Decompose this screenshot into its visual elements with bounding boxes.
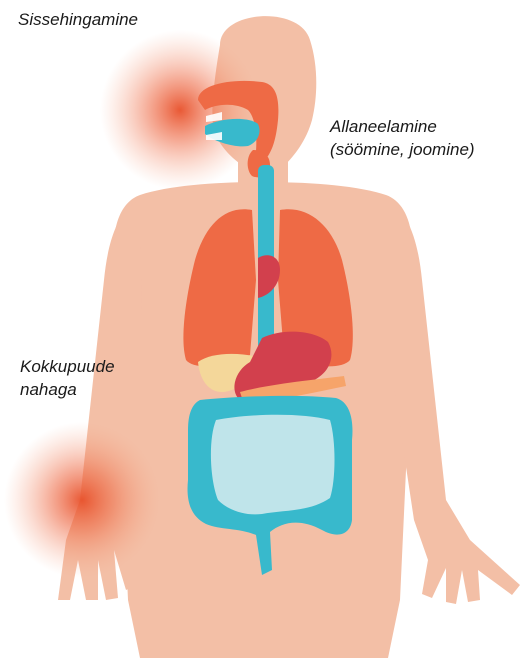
skin-exposure-glow: [4, 422, 160, 578]
skin-contact-label-line2: nahaga: [20, 378, 115, 401]
skin-contact-label-line1: Kokkupuude: [20, 355, 115, 378]
ingestion-label: Allaneelamine (söömine, joomine): [330, 115, 475, 161]
inhalation-label-text: Sissehingamine: [18, 10, 138, 29]
ingestion-label-line2: (söömine, joomine): [330, 138, 475, 161]
small-intestine: [211, 415, 335, 515]
inhalation-label: Sissehingamine: [18, 8, 138, 31]
ingestion-label-line1: Allaneelamine: [330, 115, 475, 138]
inhalation-glow: [100, 30, 260, 190]
skin-contact-label: Kokkupuude nahaga: [20, 355, 115, 401]
